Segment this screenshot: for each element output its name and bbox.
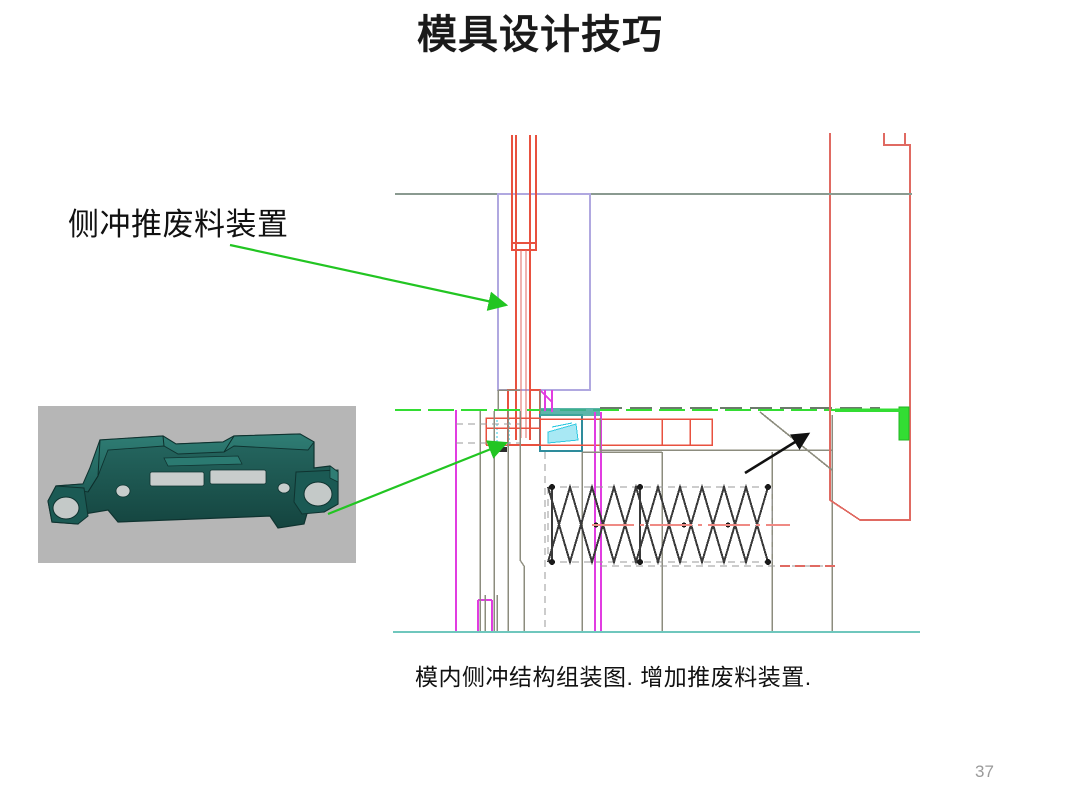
- figure-caption: 模内侧冲结构组装图. 增加推废料装置.: [415, 664, 812, 690]
- page-title: 模具设计技巧: [417, 13, 663, 57]
- green-arrow-to-punch: [229, 243, 509, 311]
- green-arrow-to-detail: [327, 440, 509, 516]
- page-number: 37: [975, 762, 994, 781]
- black-arrow-to-green-block: [744, 432, 811, 475]
- callout-label-side-punch-scrap-ejector: 侧冲推废料装置: [68, 207, 289, 242]
- part-3d-thumbnail: [38, 406, 356, 563]
